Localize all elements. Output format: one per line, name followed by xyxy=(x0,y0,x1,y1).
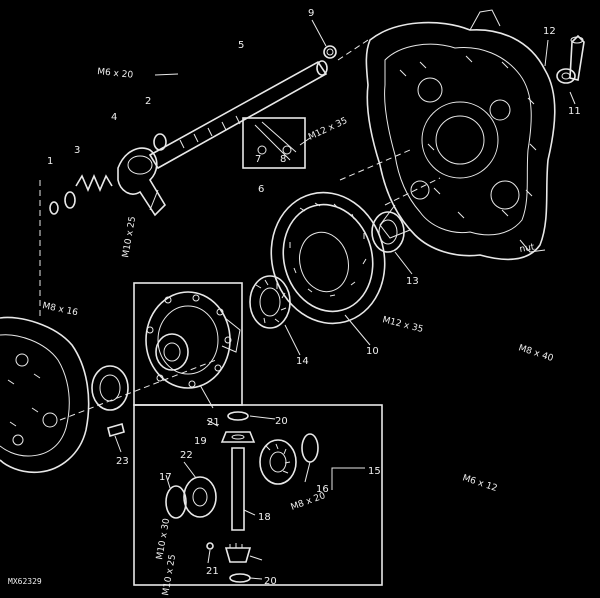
part-16-washer-left xyxy=(165,485,187,519)
part-11-bushing xyxy=(556,68,576,84)
label-bolt-b: M12 x 35 xyxy=(307,116,349,143)
leader-bolt-b xyxy=(154,73,179,76)
label-bolt-d: M8 x 16 xyxy=(41,301,79,318)
part-5-spring xyxy=(75,173,113,193)
shift-shaft xyxy=(148,60,328,170)
callout-9: 9 xyxy=(308,8,314,19)
callout-14: 14 xyxy=(296,356,309,367)
part-19-pinion-bottom xyxy=(224,543,252,563)
part-20-washer-bottom xyxy=(229,573,251,583)
callout-4: 4 xyxy=(111,112,117,123)
part-bearing-left xyxy=(91,365,129,411)
leader-19b xyxy=(249,555,263,561)
axis-shaft xyxy=(337,39,369,61)
callout-5: 5 xyxy=(238,40,244,51)
part-10-ring-gear xyxy=(270,191,386,325)
callout-7: 7 xyxy=(255,154,261,165)
callout-17: 17 xyxy=(159,472,172,483)
leader-9 xyxy=(311,19,327,47)
part-22-thrust-washer xyxy=(183,476,217,518)
part-17-cross-shaft xyxy=(231,447,245,531)
callout-6: 6 xyxy=(258,184,264,195)
axis-top xyxy=(339,149,411,181)
part-4-shift-fork xyxy=(117,147,167,217)
callout-20b: 20 xyxy=(264,576,277,587)
callout-1: 1 xyxy=(47,156,53,167)
label-bolt-h: M8 x 20 xyxy=(290,491,327,513)
callout-3: 3 xyxy=(74,145,80,156)
label-bolt-f: M8 x 40 xyxy=(517,343,555,364)
part-15-side-gear xyxy=(259,439,297,485)
part-16-washer-right xyxy=(301,433,319,463)
part-12-pin xyxy=(569,34,585,81)
part-2-ring xyxy=(153,133,167,151)
leader-15 xyxy=(331,467,365,490)
part-18-bearing xyxy=(371,211,405,253)
leader-10 xyxy=(344,314,371,346)
leader-23 xyxy=(114,435,122,453)
callout-11: 11 xyxy=(568,106,581,117)
transmission-housing xyxy=(365,9,556,261)
leader-22 xyxy=(183,461,197,479)
leader-bolt-a xyxy=(149,189,159,211)
leader-16r xyxy=(304,461,311,483)
label-bolt-c: M10 x 25 xyxy=(121,216,138,259)
callout-2: 2 xyxy=(145,96,151,107)
label-bolt-a: M6 x 20 xyxy=(97,67,134,81)
callout-8: 8 xyxy=(280,154,286,165)
leader-20a xyxy=(249,415,276,420)
leader-18 xyxy=(243,509,256,516)
callout-19: 19 xyxy=(194,436,207,447)
leader-18r xyxy=(394,251,413,275)
part-23-bolt xyxy=(107,423,125,437)
leader-20b xyxy=(249,577,263,580)
lower-housing xyxy=(0,316,90,474)
callout-20a: 20 xyxy=(275,416,288,427)
leader-14 xyxy=(284,324,301,356)
detail-inset-6 xyxy=(242,117,306,169)
part-21-diff-case xyxy=(145,291,241,389)
callout-22: 22 xyxy=(180,450,193,461)
label-bolt-g: M6 x 12 xyxy=(461,473,498,494)
label-bolt-e: M12 x 35 xyxy=(381,315,424,335)
callout-21b: 21 xyxy=(206,566,219,577)
callout-13: 13 xyxy=(406,276,419,287)
label-nut: nut xyxy=(519,242,536,255)
axis-ring xyxy=(384,177,441,206)
callout-15: 15 xyxy=(368,466,381,477)
differential-box xyxy=(133,282,383,586)
leader-21b xyxy=(207,549,211,564)
leader-11 xyxy=(569,91,576,105)
callout-16: 16 xyxy=(316,484,329,495)
leader-16l xyxy=(165,474,171,489)
callout-18: 18 xyxy=(258,512,271,523)
part-3-washer xyxy=(64,191,76,209)
axis-diff xyxy=(59,359,217,421)
callout-21a: 21 xyxy=(207,417,220,428)
callout-10: 10 xyxy=(366,346,379,357)
leader-12 xyxy=(544,39,549,67)
part-19-side-gear-top xyxy=(220,431,256,443)
part-1-clip xyxy=(49,201,59,215)
part-21-pin xyxy=(206,542,214,550)
leader-bolt-c xyxy=(299,137,311,146)
callout-23: 23 xyxy=(116,456,129,467)
part-9-ring xyxy=(323,45,337,59)
callout-12: 12 xyxy=(543,26,556,37)
leader-21a xyxy=(199,384,214,409)
figure-reference: MX62329 xyxy=(8,577,42,586)
part-20-washer-top xyxy=(227,411,249,421)
part-14-pinion xyxy=(249,275,291,329)
leader-19a xyxy=(206,419,219,427)
